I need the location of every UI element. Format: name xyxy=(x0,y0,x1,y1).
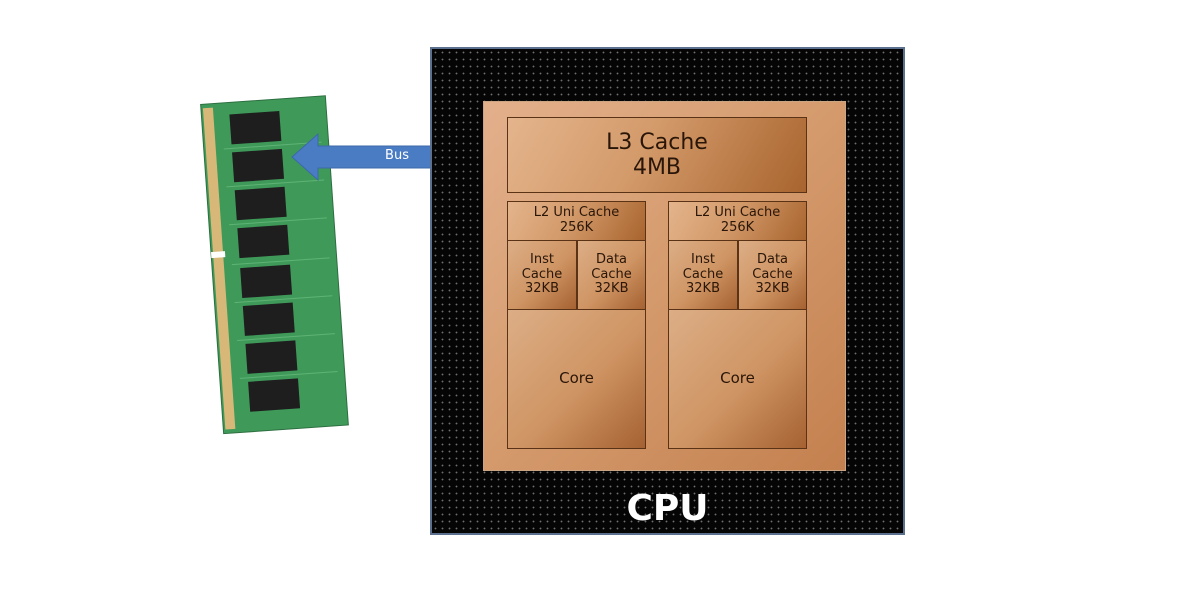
l2-cache-title: L2 Uni Cache xyxy=(694,205,781,221)
core-label: Core xyxy=(720,369,755,388)
core-block: Core xyxy=(507,309,646,449)
l3-cache-title: L3 Cache xyxy=(606,129,708,155)
data-cache: Data Cache 32KB xyxy=(577,240,646,310)
instruction-cache: Inst Cache 32KB xyxy=(507,240,577,310)
memory-chip xyxy=(232,148,285,183)
memory-chips xyxy=(229,110,301,412)
memory-chip xyxy=(240,264,293,299)
inst-cache-label: Cache xyxy=(682,266,724,282)
data-cache-label: Data xyxy=(595,251,628,267)
memory-chip xyxy=(229,110,282,145)
inst-cache-label: Inst xyxy=(530,251,554,267)
l2-cache-size: 256K xyxy=(720,220,755,235)
data-cache-label: Cache xyxy=(752,266,793,282)
l3-cache: L3 Cache 4MB xyxy=(507,117,807,193)
memory-chip xyxy=(234,186,287,221)
core-label: Core xyxy=(559,369,594,388)
instruction-cache: Inst Cache 32KB xyxy=(668,240,738,310)
data-cache: Data Cache 32KB xyxy=(738,240,807,310)
l2-cache: L2 Uni Cache 256K xyxy=(668,201,807,241)
inst-cache-size: 32KB xyxy=(686,281,720,297)
memory-chip xyxy=(242,302,295,336)
memory-chip xyxy=(248,378,301,412)
memory-chip xyxy=(245,340,298,374)
l2-cache: L2 Uni Cache 256K xyxy=(507,201,646,241)
data-cache-label: Cache xyxy=(591,266,632,282)
cpu-label: CPU xyxy=(626,488,709,529)
ram-stick xyxy=(200,95,349,435)
data-cache-size: 32KB xyxy=(594,281,629,297)
core-block: Core xyxy=(668,309,807,449)
inst-cache-size: 32KB xyxy=(525,281,559,297)
inst-cache-label: Inst xyxy=(691,251,715,267)
data-cache-label: Data xyxy=(756,251,789,267)
data-cache-size: 32KB xyxy=(755,281,790,297)
l2-cache-title: L2 Uni Cache xyxy=(533,205,620,221)
inst-cache-label: Cache xyxy=(521,266,563,282)
l2-cache-size: 256K xyxy=(559,220,594,235)
memory-chip xyxy=(237,224,290,259)
l3-cache-size: 4MB xyxy=(632,155,682,180)
bus-label: Bus xyxy=(385,148,409,163)
